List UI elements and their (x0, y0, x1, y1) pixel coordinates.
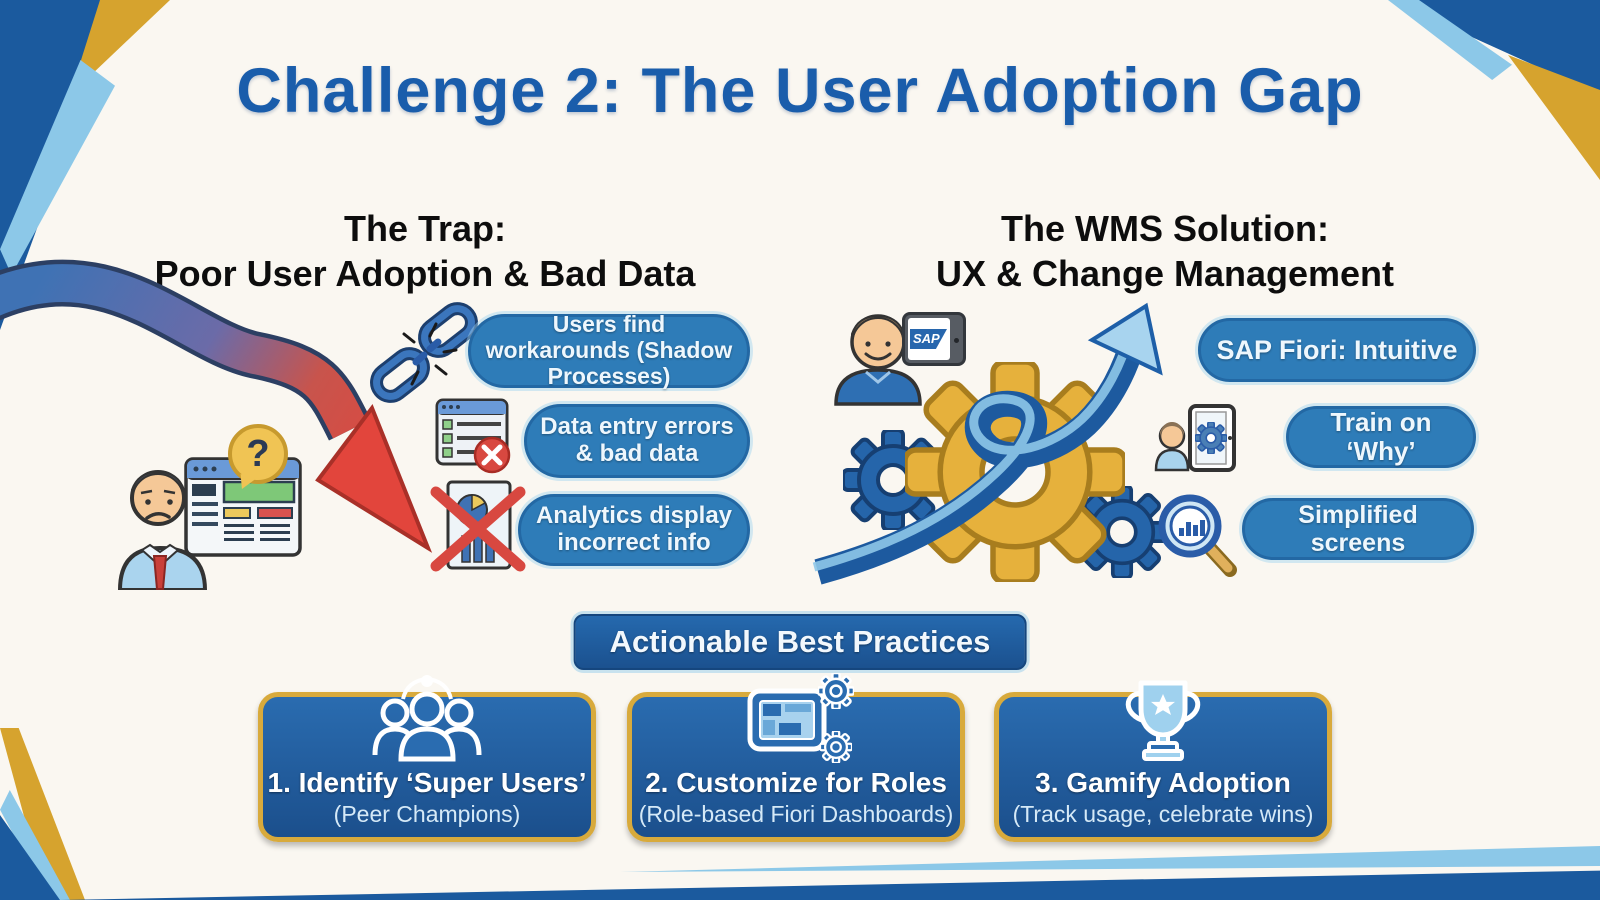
trap-illustration (0, 259, 526, 590)
solution-heading-line1: The WMS Solution: (1001, 208, 1329, 249)
card-1-text: 1. Identify ‘Super Users’ (Peer Champion… (263, 767, 591, 828)
trap-pill-analytics: Analytics display incorrect info (518, 494, 750, 566)
sap-tablet-icon: SAP (902, 312, 966, 366)
card-2-text: 2. Customize for Roles (Role-based Fiori… (632, 767, 960, 828)
trap-heading-line2: Poor User Adoption & Bad Data (154, 253, 696, 294)
best-practices-banner: Actionable Best Practices (573, 614, 1027, 670)
solution-pill-simplified: Simplified screens (1242, 498, 1474, 560)
happy-user-icon (834, 314, 922, 406)
card-3-text: 3. Gamify Adoption (Track usage, celebra… (999, 767, 1327, 828)
tablet-screen: SAP (908, 318, 950, 360)
analytics-magnifier-icon (1158, 494, 1237, 577)
tablet-gear-user-icon (1154, 404, 1236, 472)
card-2-subtitle: (Role-based Fiori Dashboards) (638, 801, 954, 827)
question-bubble-icon: ? (228, 424, 288, 484)
best-practice-card-1: 1. Identify ‘Super Users’ (Peer Champion… (258, 675, 596, 842)
tablet-camera-dot (954, 338, 959, 343)
solution-pill-train: Train on ‘Why’ (1286, 406, 1476, 468)
solution-pill-fiori: SAP Fiori: Intuitive (1198, 318, 1476, 382)
trap-pill-data-errors: Data entry errors & bad data (524, 404, 750, 478)
form-error-icon (435, 398, 511, 474)
broken-chain-icon (370, 302, 478, 403)
role-dashboard-icon (747, 673, 854, 763)
solution-heading: The WMS Solution: UX & Change Management (855, 206, 1475, 296)
trap-heading: The Trap: Poor User Adoption & Bad Data (115, 206, 735, 296)
bottom-sliver-light-blue (620, 846, 1600, 872)
best-practice-card-3: 3. Gamify Adoption (Track usage, celebra… (994, 680, 1332, 842)
page-title: Challenge 2: The User Adoption Gap (236, 56, 1364, 126)
trophy-icon (1125, 680, 1201, 761)
best-practice-card-2: 2. Customize for Roles (Role-based Fiori… (627, 673, 965, 842)
growth-arrow-icon (812, 302, 1163, 585)
confused-user-icon (117, 470, 208, 590)
card-2-title: 2. Customize for Roles (645, 767, 947, 798)
card-1-title: 1. Identify ‘Super Users’ (267, 767, 587, 798)
trap-pill-workarounds: Users find workarounds (Shadow Processes… (468, 311, 750, 389)
trap-heading-line1: The Trap: (343, 208, 507, 249)
card-3-title: 3. Gamify Adoption (1035, 767, 1291, 798)
analytics-error-icon (430, 480, 526, 572)
decline-arrow-icon (0, 259, 433, 553)
sap-logo-text: SAP (913, 331, 940, 346)
team-icon (372, 675, 482, 762)
solution-illustration (812, 302, 1168, 585)
question-mark: ? (246, 432, 270, 475)
card-1-subtitle: (Peer Champions) (333, 801, 521, 827)
sap-logo: SAP (910, 329, 947, 349)
solution-heading-line2: UX & Change Management (935, 253, 1395, 294)
card-3-subtitle: (Track usage, celebrate wins) (1012, 801, 1314, 827)
